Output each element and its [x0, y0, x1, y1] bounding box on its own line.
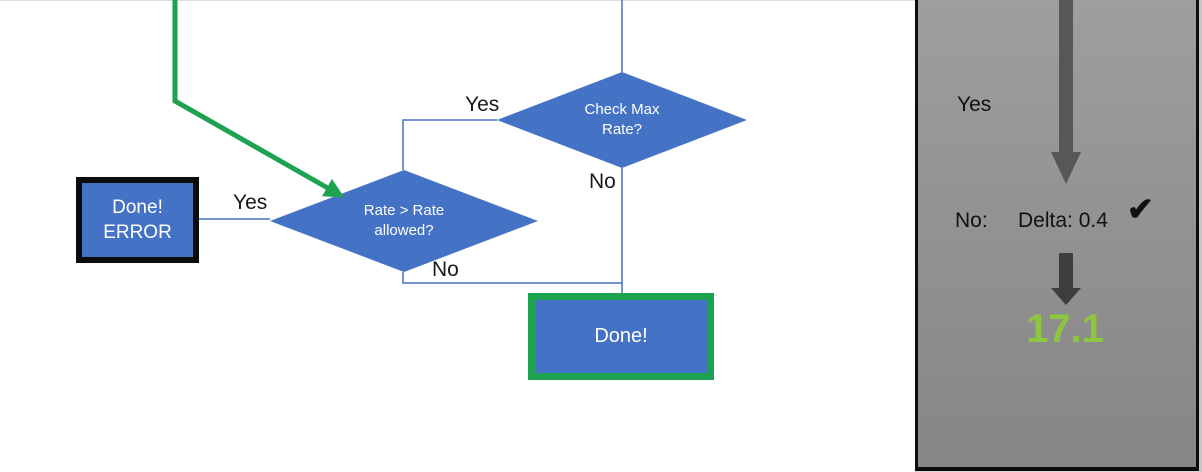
panel-border-left: [915, 0, 918, 471]
decision-rate-allowed: Rate > Rate allowed?: [270, 170, 538, 272]
panel-no-label: No:: [955, 209, 988, 232]
panel-edge-strip: [1199, 0, 1202, 472]
connector-check-yes-to-rate: [402, 119, 497, 170]
down-arrow-top-head-icon: [1051, 152, 1081, 184]
branch-label-check-no: No: [589, 170, 616, 193]
panel-background: [918, 0, 1196, 467]
down-arrow-top-icon: [1059, 0, 1073, 152]
branch-label-check-yes: Yes: [465, 93, 500, 116]
branch-label-rate-yes: Yes: [233, 191, 268, 214]
panel-border-right: [1196, 0, 1199, 471]
decision-check-max-rate: Check Max Rate?: [497, 72, 747, 168]
grayscale-side-panel: Yes No: Delta: 0.4 ✔ 17.1: [915, 0, 1202, 472]
terminal-done: Done!: [528, 293, 714, 380]
decision-rate-allowed-text-line2: allowed?: [374, 222, 434, 239]
down-arrow-bottom-head-icon: [1051, 288, 1081, 305]
terminal-done-error-line1: Done!: [112, 197, 163, 218]
panel-delta-value: Delta: 0.4: [1018, 209, 1108, 232]
panel-yes-label: Yes: [957, 93, 992, 116]
decision-check-max-rate-text-line2: Rate?: [601, 121, 643, 138]
top-divider: [0, 0, 916, 1]
checkmark-icon: ✔: [1127, 191, 1154, 227]
result-value: 17.1: [1026, 307, 1104, 351]
green-highlight-arrow: [172, 0, 345, 198]
down-arrow-bottom-icon: [1059, 253, 1073, 288]
panel-border-bottom: [915, 467, 1199, 471]
terminal-done-label: Done!: [594, 325, 648, 347]
decision-rate-allowed-text-line1: Rate > Rate: [363, 202, 445, 219]
branch-label-rate-no: No: [432, 258, 459, 281]
terminal-done-error-line2: ERROR: [103, 222, 172, 243]
terminal-done-error: Done! ERROR: [76, 177, 199, 263]
decision-check-max-rate-text-line1: Check Max: [584, 101, 660, 118]
